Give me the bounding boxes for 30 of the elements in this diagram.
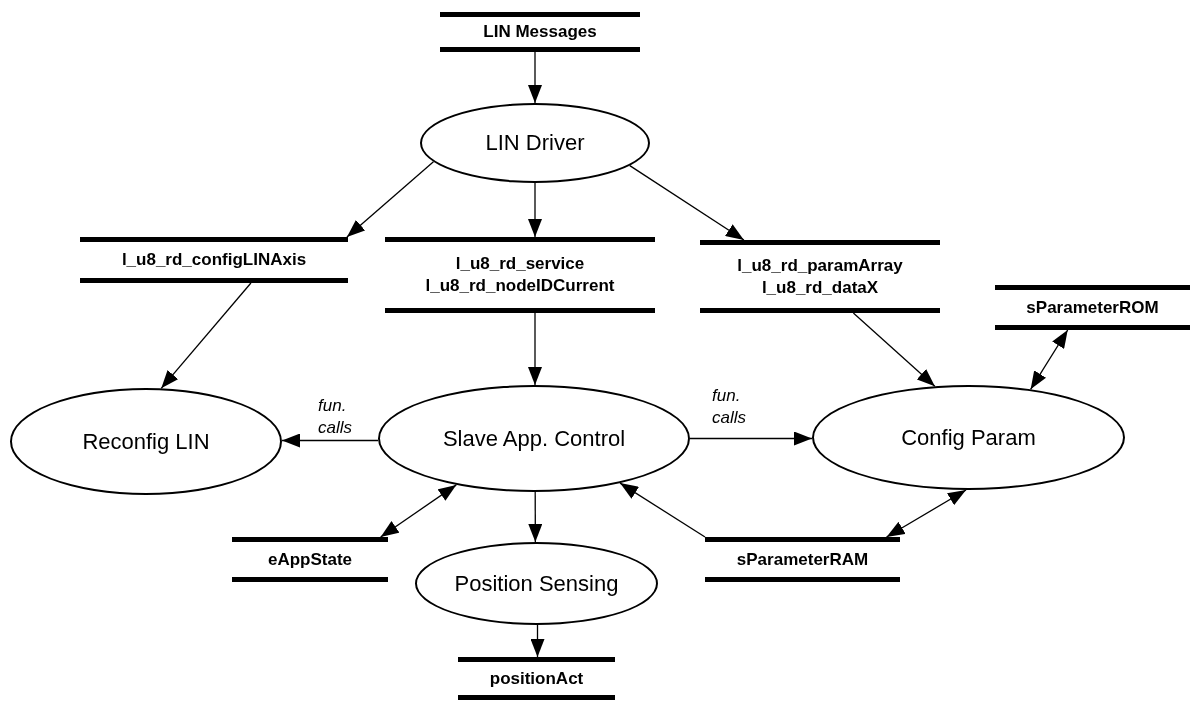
process-label: LIN Driver [484, 130, 586, 156]
store-label: positionAct [488, 667, 585, 690]
arrow [530, 624, 545, 658]
arrow [380, 484, 457, 538]
arrow [346, 161, 435, 238]
store-label: LIN Messages [482, 21, 598, 43]
arrow [160, 282, 252, 389]
arrow [1029, 329, 1069, 390]
store-label: sParameterROM [1025, 296, 1160, 319]
arrow [528, 51, 542, 104]
arrow [689, 431, 813, 446]
arrow [528, 312, 542, 386]
arrow [281, 433, 379, 448]
process-label: Reconfig LIN [81, 428, 211, 455]
store-label: l_u8_rd_nodeIDCurrent [424, 275, 616, 297]
store-label: l_u8_rd_dataX [760, 276, 880, 299]
store-label: l_u8_rd_configLINAxis [120, 249, 308, 271]
arrow [528, 491, 543, 543]
store-label: eAppState [266, 548, 354, 571]
store-label: sParameterRAM [735, 548, 870, 571]
arrow [619, 482, 706, 538]
process-label: Slave App. Control [441, 425, 627, 452]
process-label: Position Sensing [453, 570, 620, 597]
process-label: Config Param [900, 424, 1037, 451]
arrow [629, 165, 745, 241]
arrow [885, 489, 967, 538]
arrow [852, 312, 936, 387]
store-label: l_u8_rd_service [454, 253, 586, 275]
arrow [528, 182, 542, 238]
store-label: l_u8_rd_paramArray [736, 254, 904, 277]
